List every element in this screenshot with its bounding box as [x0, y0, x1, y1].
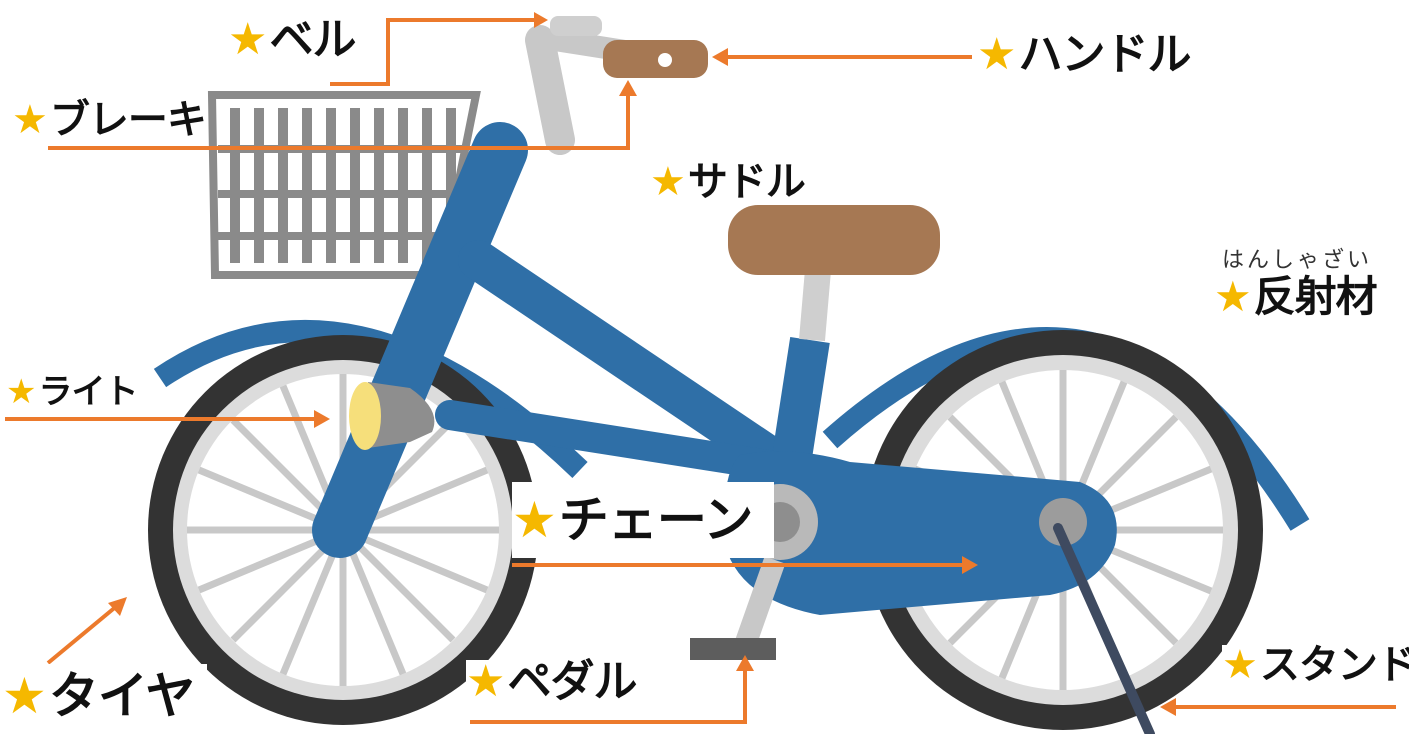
label-brake: ★ブレーキ	[12, 97, 207, 143]
pedal-arrow	[470, 668, 747, 724]
rear-hub	[1039, 498, 1087, 546]
callout-arrows	[5, 18, 1396, 724]
star-icon: ★	[466, 656, 506, 707]
star-icon: ★	[512, 491, 557, 549]
brake-label-text: ブレーキ	[49, 97, 207, 143]
reflector-furigana: はんしゃざい	[1222, 248, 1373, 273]
label-chain: ★チェーン	[512, 482, 774, 558]
star-icon: ★	[6, 372, 37, 412]
star-icon: ★	[977, 29, 1017, 80]
pedal-label-text: ペダル	[507, 656, 637, 707]
star-icon: ★	[228, 14, 268, 65]
bell	[550, 16, 602, 36]
label-pedal: ★ペダル	[466, 656, 637, 707]
chain-label-text: チェーン	[558, 491, 753, 549]
label-light: ★ライト	[6, 372, 138, 412]
handle-label-text: ハンドル	[1018, 29, 1191, 80]
star-icon: ★	[1222, 642, 1258, 688]
bell-arrow	[330, 18, 540, 86]
star-icon: ★	[1214, 272, 1252, 321]
pedal	[690, 638, 776, 660]
label-reflector: ★反射材	[1214, 272, 1378, 321]
tire-arrow	[46, 603, 120, 665]
stand-label-text: スタンド	[1259, 642, 1409, 688]
light-label-text: ライト	[38, 372, 138, 412]
headlight	[349, 382, 435, 450]
brake-arrow	[48, 92, 630, 150]
label-stand: ★スタンド	[1222, 645, 1409, 685]
kickstand	[1053, 523, 1155, 738]
label-handle: ★ハンドル	[977, 29, 1191, 80]
arrow-heads	[108, 12, 1176, 716]
star-icon: ★	[650, 159, 686, 205]
star-icon: ★	[12, 97, 48, 143]
label-tire: ★タイヤ	[2, 664, 207, 728]
saddle	[728, 205, 940, 275]
reflector-label-text: 反射材	[1253, 272, 1378, 321]
handle-grip	[603, 40, 708, 78]
tire-label-text: タイヤ	[48, 667, 195, 725]
bicycle-frame	[312, 25, 831, 558]
star-icon: ★	[2, 667, 47, 725]
saddle-label-text: サドル	[687, 159, 806, 205]
label-bell: ★ベル	[228, 14, 356, 65]
chain-guard	[724, 451, 1117, 615]
bell-label-text: ベル	[269, 14, 356, 65]
basket	[207, 91, 481, 279]
label-saddle: ★サドル	[650, 159, 806, 205]
